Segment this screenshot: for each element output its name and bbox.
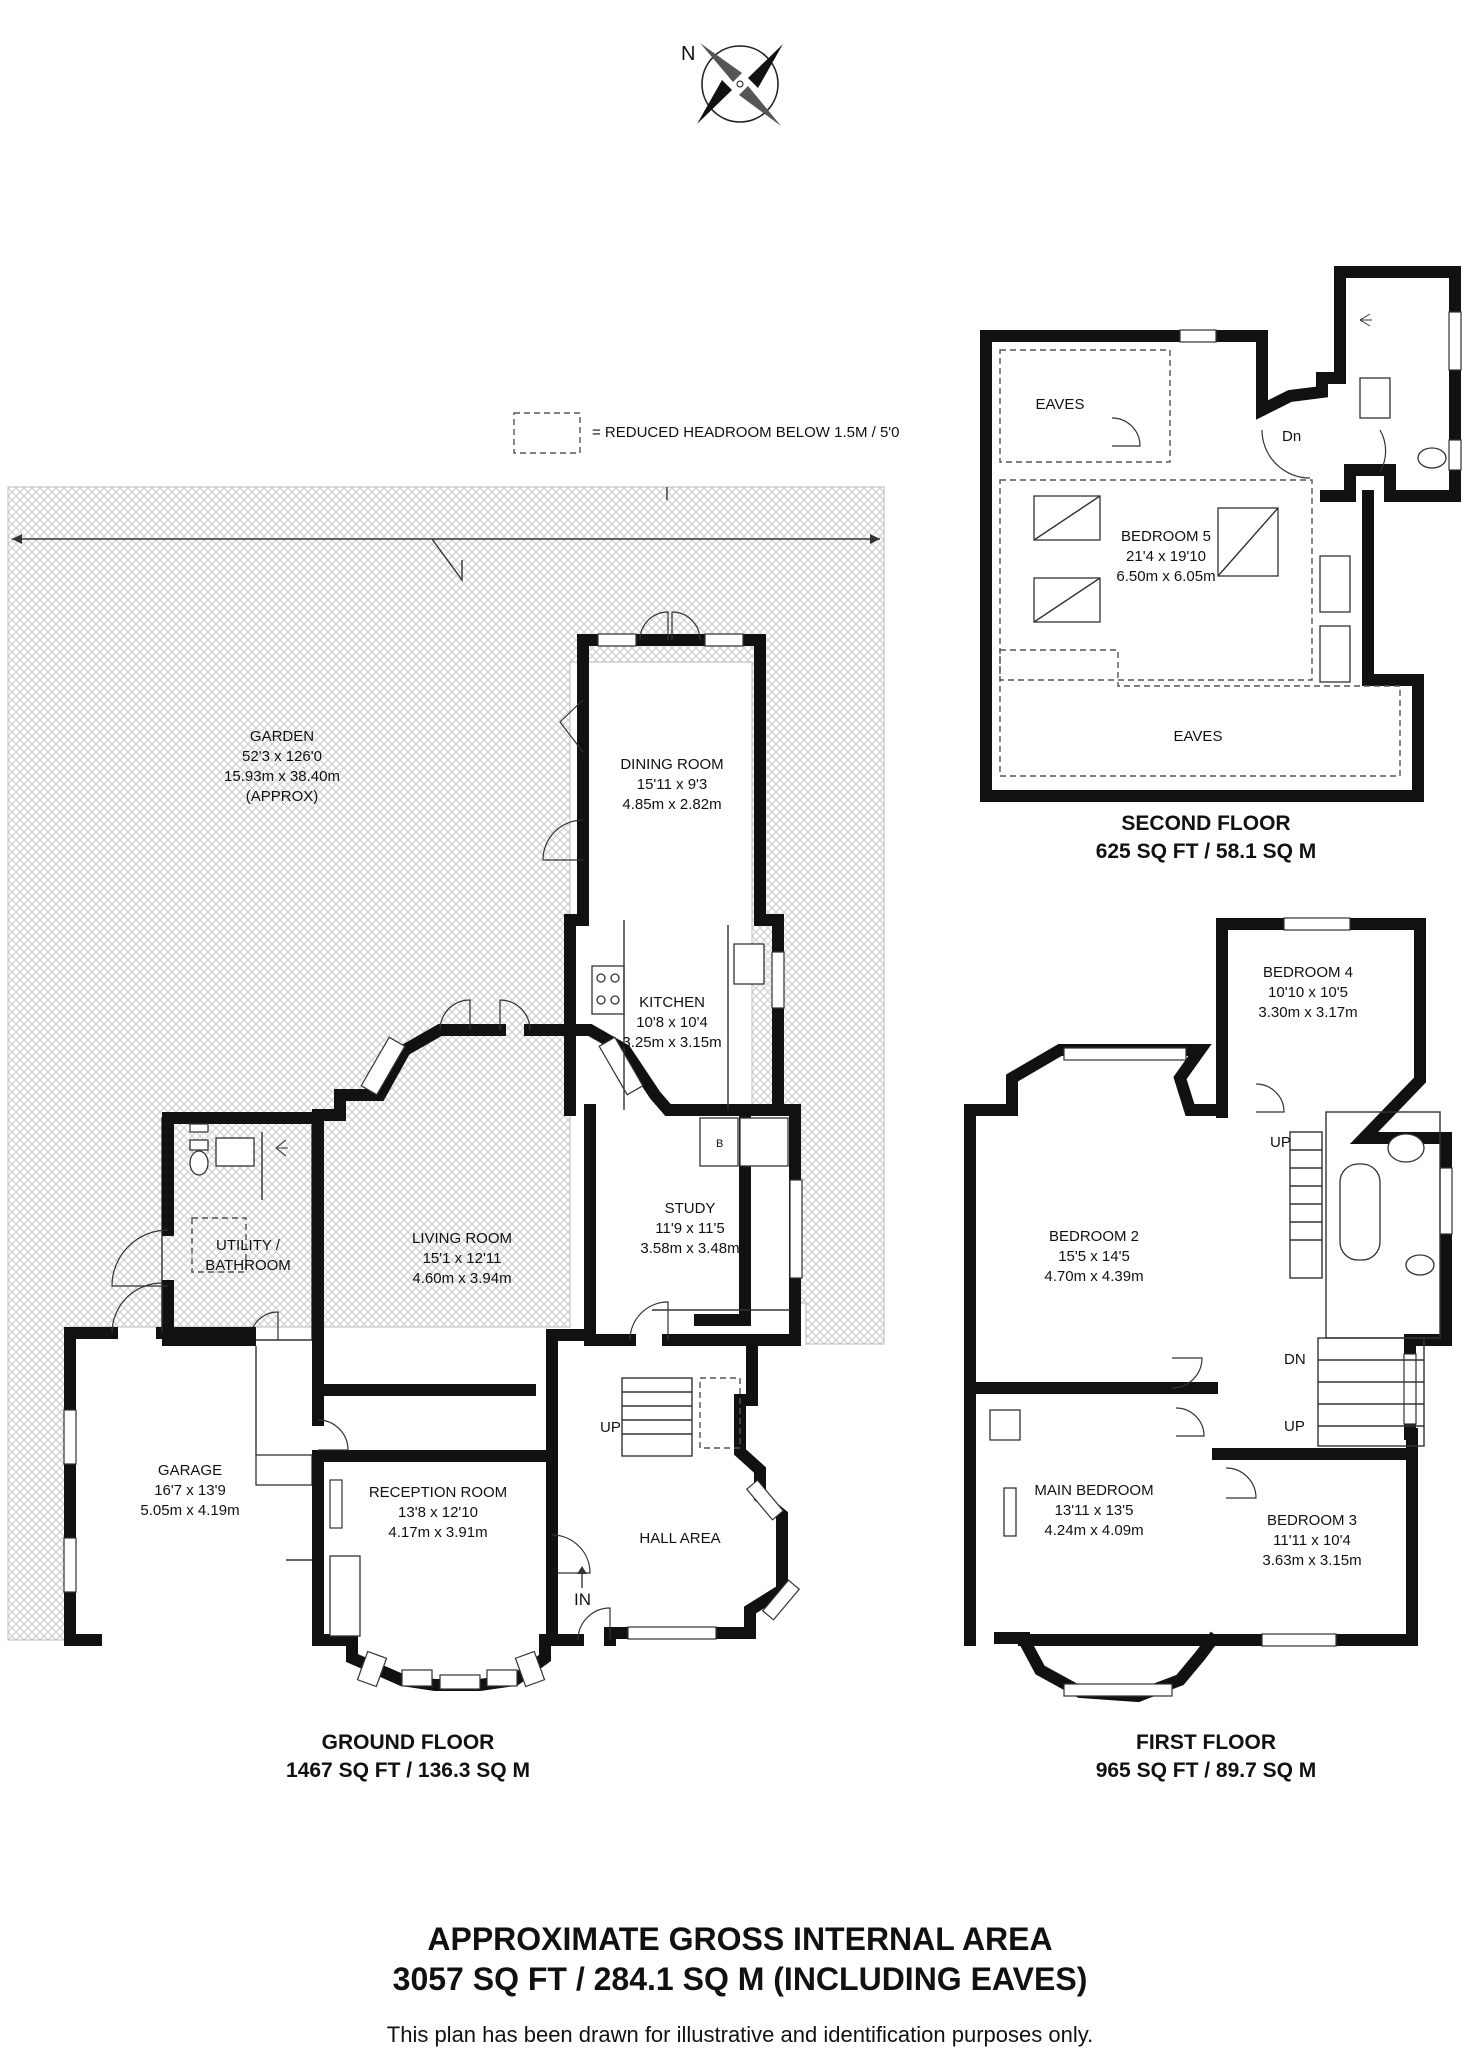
first-floor-toilet-icon — [1405, 1254, 1435, 1276]
garage-dim-metric: 5.05m x 4.19m — [140, 1502, 239, 1519]
kitchen-dim-metric: 3.25m x 3.15m — [622, 1034, 721, 1051]
first-floor-title: FIRST FLOOR — [1136, 1731, 1276, 1754]
hall-area-label: HALL AREA — [639, 1530, 720, 1547]
second-floor-toilet-icon — [1417, 447, 1447, 469]
legend-text: = REDUCED HEADROOM BELOW 1.5M / 5'0 — [592, 424, 900, 441]
study-dim-metric: 3.58m x 3.48m — [640, 1240, 739, 1257]
dining-room-dim-imperial: 15'11 x 9'3 — [637, 776, 708, 793]
garage-label: GARAGE — [158, 1462, 222, 1479]
garden-approx: (APPROX) — [246, 788, 319, 805]
utility-headroom-zone — [191, 1217, 247, 1273]
second-floor-basin-icon — [1359, 377, 1391, 419]
total-area-title: APPROXIMATE GROSS INTERNAL AREA — [427, 1921, 1052, 1957]
kitchen-sink-icon — [733, 943, 765, 985]
reception-room-label: RECEPTION ROOM — [369, 1484, 507, 1501]
disclaimer-text: This plan has been drawn for illustrativ… — [387, 2022, 1093, 2047]
basin-icon — [215, 1137, 255, 1167]
compass-rose-icon — [697, 43, 783, 126]
bedroom4-label: BEDROOM 4 — [1263, 964, 1353, 981]
main-bedroom-basin-icon — [989, 1409, 1021, 1441]
bedroom5-label: BEDROOM 5 — [1121, 528, 1211, 545]
kitchen-dim-imperial: 10'8 x 10'4 — [636, 1014, 708, 1031]
first-floor-area: 965 SQ FT / 89.7 SQ M — [1096, 1759, 1317, 1782]
first-floor-basin-icon — [1387, 1133, 1425, 1163]
kitchen-label: KITCHEN — [639, 994, 705, 1011]
boiler-marker: B — [716, 1138, 723, 1150]
reception-room-dim-metric: 4.17m x 3.91m — [388, 1524, 487, 1541]
bedroom5-dim-metric: 6.50m x 6.05m — [1116, 568, 1215, 585]
ground-floor-area: 1467 SQ FT / 136.3 SQ M — [286, 1759, 530, 1782]
shower-icon — [261, 1132, 288, 1200]
bathtub-icon — [1339, 1163, 1381, 1261]
up-marker-ground: UP — [600, 1419, 621, 1436]
north-label: N — [681, 43, 695, 65]
bedroom3-label: BEDROOM 3 — [1267, 1512, 1357, 1529]
garden-dim-imperial: 52'3 x 126'0 — [242, 748, 322, 765]
second-floor-shower-icon — [1359, 313, 1372, 327]
bedroom2-label: BEDROOM 2 — [1049, 1228, 1139, 1245]
reduced-headroom-legend-swatch — [513, 412, 581, 454]
bedroom5-dim-imperial: 21'4 x 19'10 — [1126, 548, 1206, 565]
total-area-value: 3057 SQ FT / 284.1 SQ M (INCLUDING EAVES… — [393, 1961, 1088, 1997]
hob-icon — [591, 965, 625, 1015]
garden-dim-metric: 15.93m x 38.40m — [224, 768, 340, 785]
toilet-icon — [189, 1139, 209, 1176]
bedroom3-dim-metric: 3.63m x 3.15m — [1262, 1552, 1361, 1569]
bedroom2-dim-imperial: 15'5 x 14'5 — [1058, 1248, 1130, 1265]
study-label: STUDY — [665, 1200, 716, 1217]
living-room-dim-metric: 4.60m x 3.94m — [412, 1270, 511, 1287]
study-dim-imperial: 11'9 x 11'5 — [655, 1220, 724, 1237]
up-marker-first-top: UP — [1270, 1134, 1291, 1151]
dining-room-label: DINING ROOM — [620, 756, 723, 773]
bedroom2-dim-metric: 4.70m x 4.39m — [1044, 1268, 1143, 1285]
up-marker-first-bottom: UP — [1284, 1418, 1305, 1435]
in-marker: IN — [574, 1590, 591, 1609]
dn-marker-second: Dn — [1282, 428, 1301, 445]
eaves-bottom-label: EAVES — [1174, 728, 1223, 745]
main-bedroom-dim-imperial: 13'11 x 13'5 — [1055, 1502, 1134, 1519]
garden-label: GARDEN — [250, 728, 314, 745]
bathroom-label: BATHROOM — [205, 1257, 291, 1274]
entrance-arrow-icon — [577, 1566, 587, 1588]
bedroom3-dim-imperial: 11'11 x 10'4 — [1273, 1532, 1351, 1549]
dn-marker-first: DN — [1284, 1351, 1306, 1368]
second-floor-area: 625 SQ FT / 58.1 SQ M — [1096, 840, 1317, 863]
second-floor-title: SECOND FLOOR — [1121, 812, 1290, 835]
bedroom4-dim-imperial: 10'10 x 10'5 — [1268, 984, 1348, 1001]
eaves-top-label: EAVES — [1036, 396, 1085, 413]
dining-room-dim-metric: 4.85m x 2.82m — [622, 796, 721, 813]
main-bedroom-label: MAIN BEDROOM — [1034, 1482, 1153, 1499]
reception-room-dim-imperial: 13'8 x 12'10 — [398, 1504, 478, 1521]
living-room-label: LIVING ROOM — [412, 1230, 512, 1247]
bedroom4-dim-metric: 3.30m x 3.17m — [1258, 1004, 1357, 1021]
boiler-cupboard — [699, 1117, 739, 1167]
main-bedroom-dim-metric: 4.24m x 4.09m — [1044, 1522, 1143, 1539]
ground-floor-title: GROUND FLOOR — [322, 1731, 495, 1754]
garage-dim-imperial: 16'7 x 13'9 — [154, 1482, 226, 1499]
utility-label: UTILITY / — [216, 1237, 281, 1254]
living-room-dim-imperial: 15'1 x 12'11 — [423, 1250, 502, 1267]
